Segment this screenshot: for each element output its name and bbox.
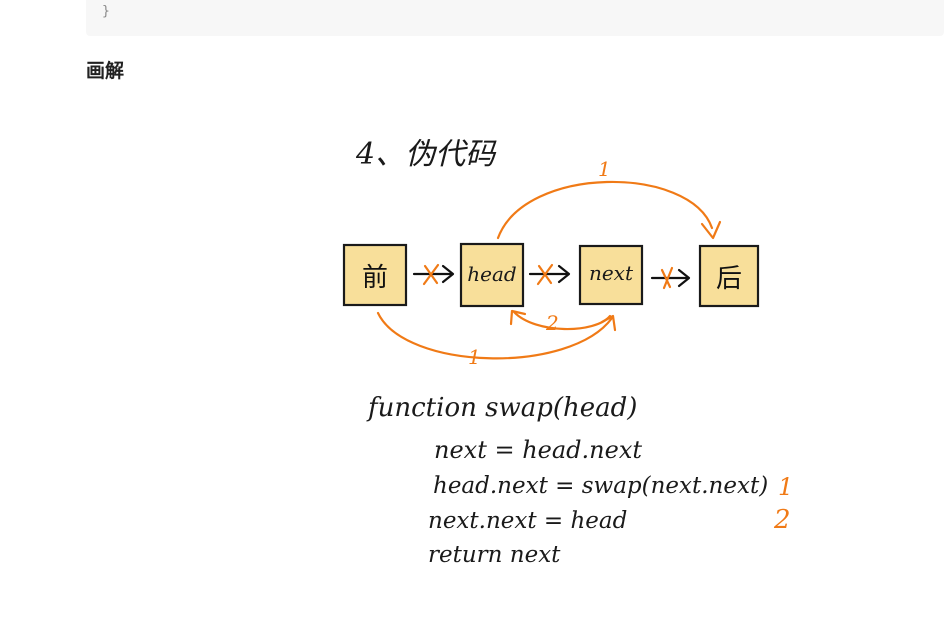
node-after: 后 <box>698 244 760 308</box>
pseudocode-line-2-step: 1 <box>778 473 793 501</box>
node-head: head <box>459 242 525 308</box>
illustration-canvas: 4、伪代码 1 前 head next 后 <box>342 137 793 568</box>
link-prev-head-arrowhead <box>441 264 455 284</box>
link-head-next-arrowhead <box>557 264 571 284</box>
top-arc-arrowhead <box>700 220 722 240</box>
pseudocode-line-4: return next <box>428 542 561 568</box>
node-after-box <box>698 244 760 308</box>
node-head-box <box>459 242 525 308</box>
link-next-after-cross <box>660 266 674 290</box>
back-arrow-arrowhead <box>509 309 527 326</box>
node-next-label: next <box>589 261 634 285</box>
node-prev-label: 前 <box>362 263 388 293</box>
bottom-arc-step-label: 1 <box>468 345 481 369</box>
top-arc-arrow <box>496 180 714 240</box>
link-head-next-cross <box>536 263 554 286</box>
back-arrow-next-to-head <box>512 310 612 331</box>
code-block: } <box>86 0 944 36</box>
link-next-after-arrowhead <box>677 268 691 288</box>
pseudocode: function swap(head) next = head.next hea… <box>366 393 793 568</box>
pseudocode-line-2: head.next = swap(next.next) <box>433 473 768 499</box>
swap-illustration: 4、伪代码 1 前 head next 后 <box>330 120 830 590</box>
pseudocode-signature: function swap(head) <box>366 393 637 423</box>
node-prev: 前 <box>342 243 408 307</box>
pseudocode-line-1: next = head.next <box>434 436 642 464</box>
back-arrow-step-label: 2 <box>545 311 559 335</box>
link-next-after <box>650 266 691 290</box>
link-prev-head <box>412 263 455 286</box>
node-head-label: head <box>467 262 516 286</box>
link-head-next <box>528 263 571 286</box>
top-arc-step-label: 1 <box>598 157 611 181</box>
link-prev-head-cross <box>422 263 440 286</box>
node-next: next <box>578 244 644 306</box>
pseudocode-line-3: next.next = head <box>428 508 627 534</box>
illustration-title: 4、伪代码 <box>355 137 497 172</box>
code-line-closing-brace: } <box>102 4 110 19</box>
section-heading: 画解 <box>86 60 125 82</box>
node-after-label: 后 <box>716 264 742 294</box>
node-prev-box <box>342 243 408 307</box>
node-next-box <box>578 244 644 306</box>
pseudocode-line-3-step: 2 <box>773 505 791 535</box>
bottom-arc-arrow <box>376 311 614 360</box>
bottom-arc-arrowhead <box>600 314 617 332</box>
